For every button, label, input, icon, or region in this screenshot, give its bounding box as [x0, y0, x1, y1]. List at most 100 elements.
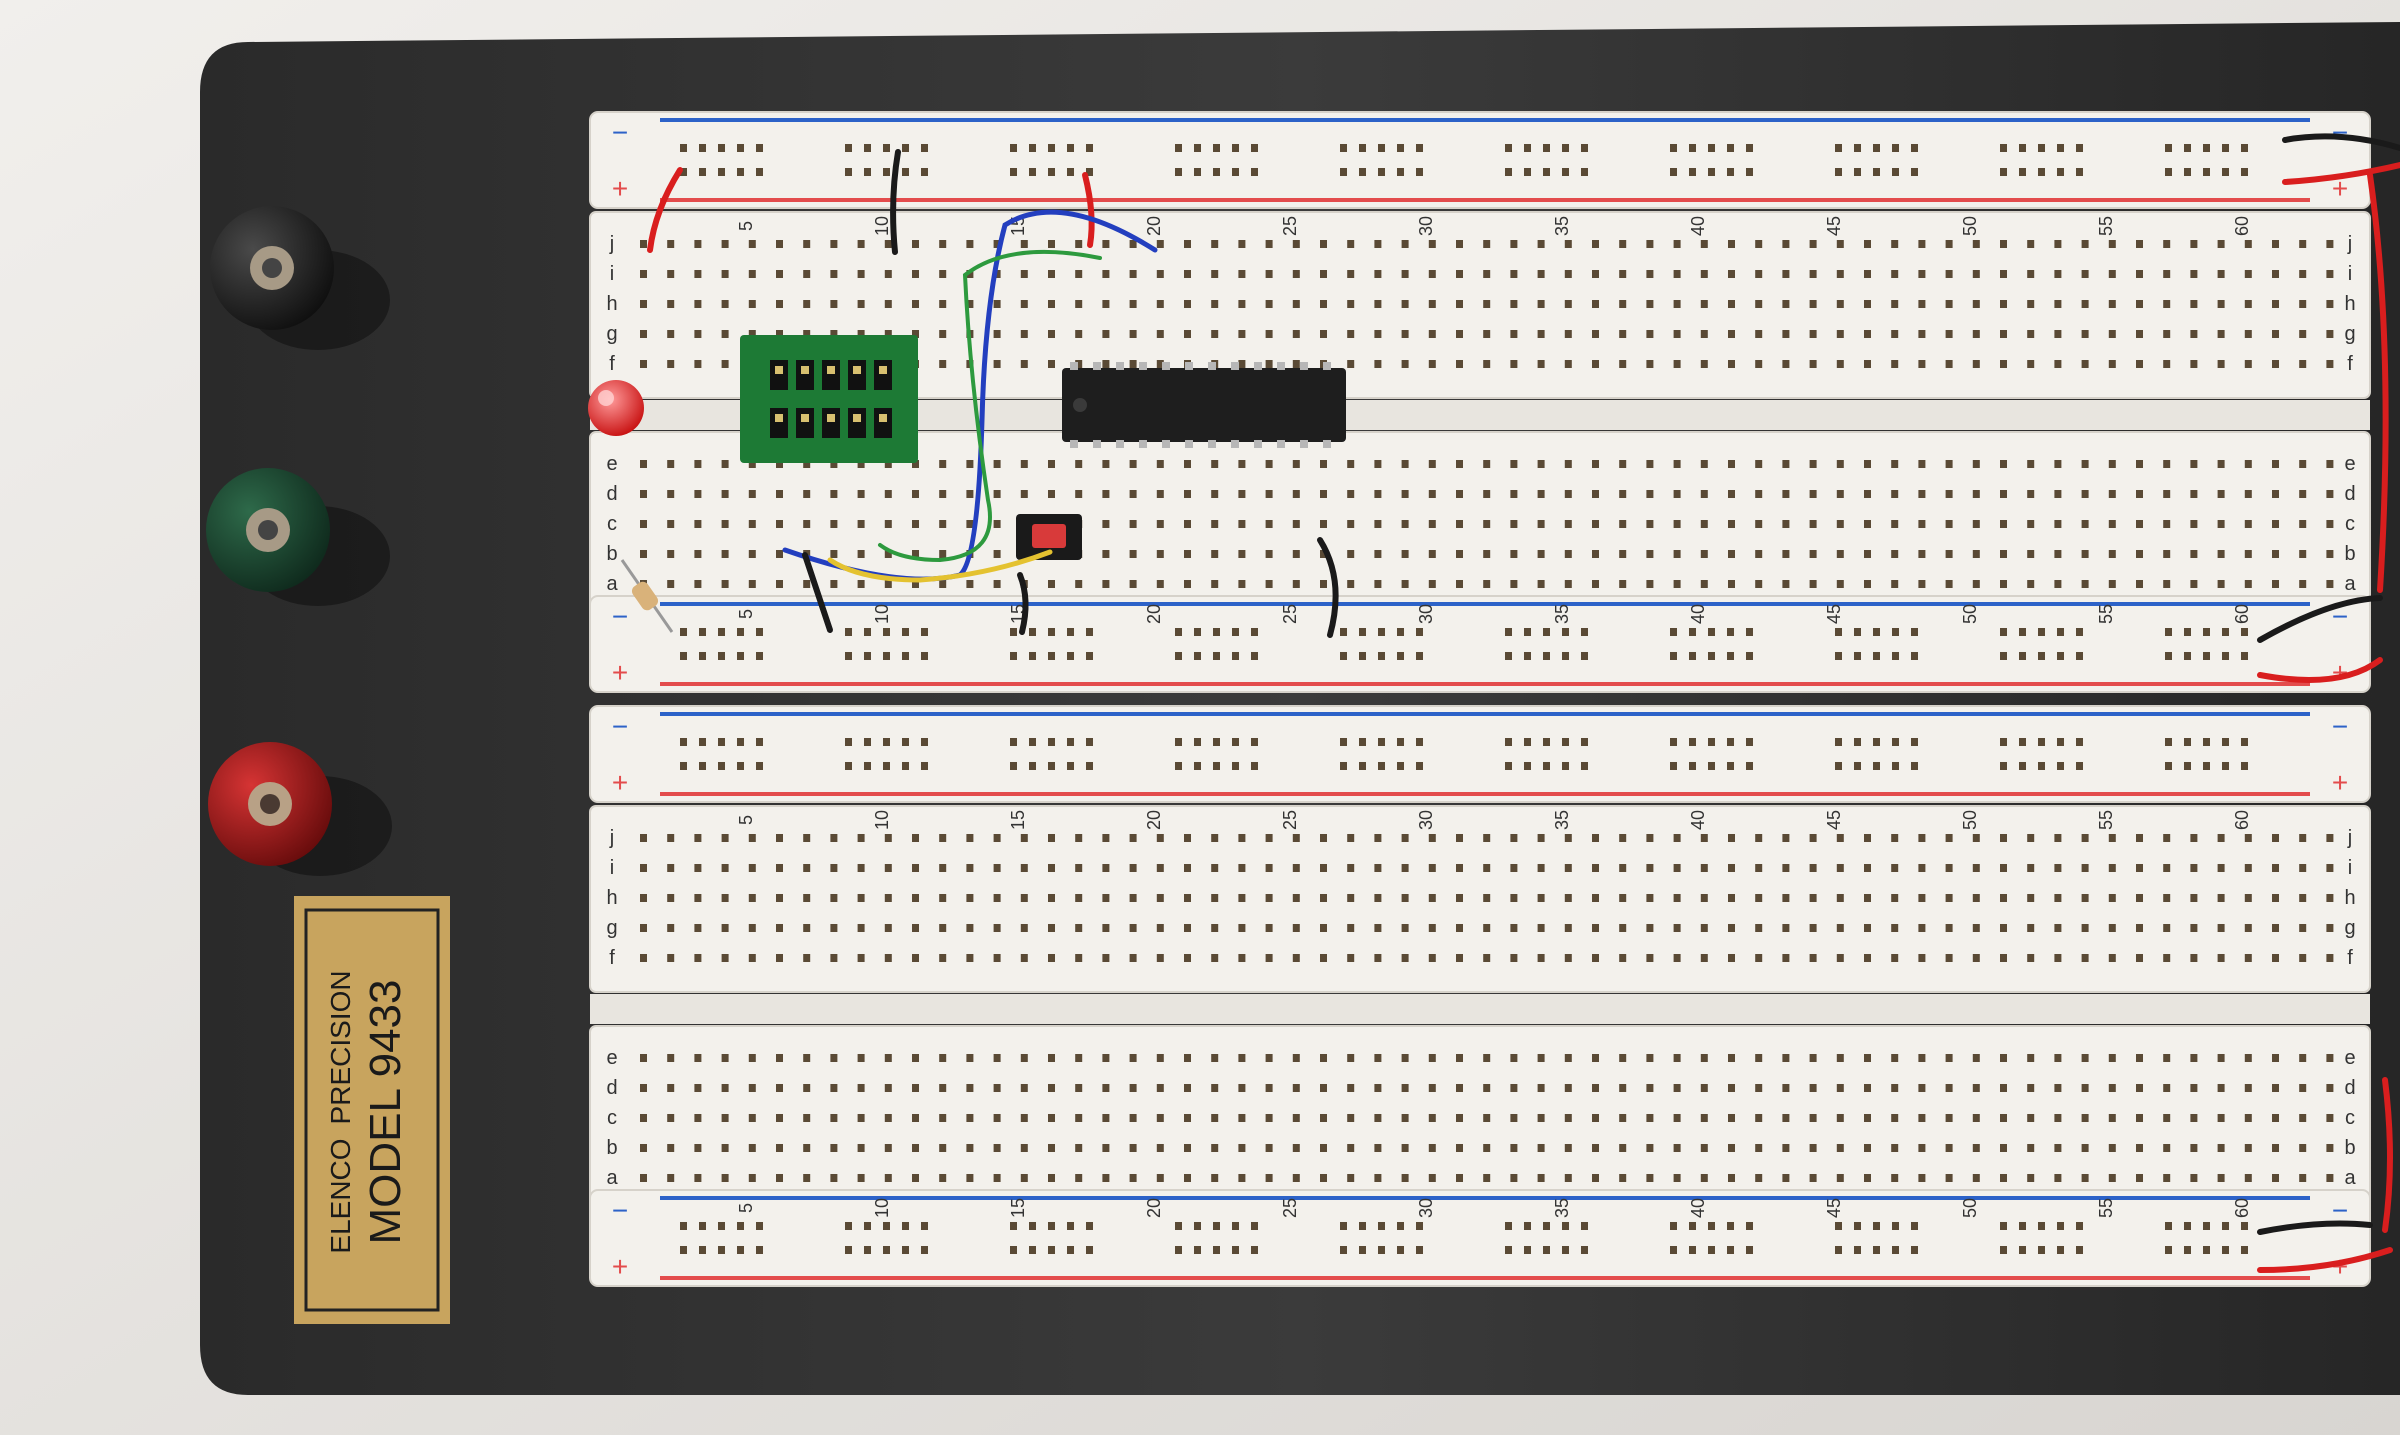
strip-hole[interactable]: [1428, 240, 1436, 248]
rail-hole[interactable]: [1746, 168, 1753, 176]
strip-hole[interactable]: [2244, 240, 2252, 248]
strip-hole[interactable]: [1184, 924, 1191, 932]
dip-ic-chip[interactable]: [1062, 362, 1346, 448]
rail-hole[interactable]: [1670, 652, 1677, 660]
rail-hole[interactable]: [1670, 628, 1677, 636]
rail-hole[interactable]: [1340, 168, 1347, 176]
strip-hole[interactable]: [830, 580, 838, 588]
strip-hole[interactable]: [1755, 520, 1763, 528]
strip-hole[interactable]: [2054, 460, 2062, 468]
strip-hole[interactable]: [1156, 550, 1164, 558]
strip-hole[interactable]: [857, 460, 865, 468]
strip-hole[interactable]: [2163, 270, 2171, 278]
strip-hole[interactable]: [1347, 580, 1355, 588]
strip-hole[interactable]: [1537, 1084, 1545, 1092]
strip-hole[interactable]: [667, 360, 675, 368]
rail-hole[interactable]: [1416, 738, 1423, 746]
strip-hole[interactable]: [2244, 864, 2252, 872]
strip-hole[interactable]: [1972, 300, 1980, 308]
strip-hole[interactable]: [1456, 894, 1463, 902]
strip-hole[interactable]: [640, 1174, 647, 1182]
strip-hole[interactable]: [1156, 924, 1164, 932]
rail-hole[interactable]: [845, 762, 852, 770]
strip-hole[interactable]: [1728, 240, 1735, 248]
strip-hole[interactable]: [1483, 864, 1491, 872]
rail-hole[interactable]: [1067, 1222, 1074, 1230]
rail-hole[interactable]: [2241, 144, 2248, 152]
strip-hole[interactable]: [2108, 894, 2116, 902]
strip-hole[interactable]: [1918, 1114, 1926, 1122]
strip-hole[interactable]: [1184, 1114, 1191, 1122]
strip-hole[interactable]: [2081, 300, 2089, 308]
strip-hole[interactable]: [2217, 580, 2225, 588]
strip-hole[interactable]: [2244, 360, 2252, 368]
strip-hole[interactable]: [1129, 864, 1137, 872]
strip-hole[interactable]: [1347, 1144, 1355, 1152]
strip-hole[interactable]: [1972, 550, 1980, 558]
strip-hole[interactable]: [2272, 1114, 2279, 1122]
rail-hole[interactable]: [2165, 628, 2172, 636]
strip-hole[interactable]: [2326, 954, 2334, 962]
strip-hole[interactable]: [1673, 834, 1681, 842]
strip-hole[interactable]: [1320, 460, 1327, 468]
rail-hole[interactable]: [718, 168, 725, 176]
rail-hole[interactable]: [2057, 1222, 2064, 1230]
strip-hole[interactable]: [1646, 954, 1654, 962]
strip-hole[interactable]: [1102, 924, 1110, 932]
rail-hole[interactable]: [1562, 168, 1569, 176]
strip-hole[interactable]: [2081, 1144, 2089, 1152]
strip-hole[interactable]: [1374, 1144, 1382, 1152]
strip-hole[interactable]: [1673, 1174, 1681, 1182]
strip-hole[interactable]: [2299, 580, 2307, 588]
strip-hole[interactable]: [2027, 520, 2035, 528]
strip-hole[interactable]: [1564, 864, 1572, 872]
strip-hole[interactable]: [1102, 1054, 1110, 1062]
strip-hole[interactable]: [1891, 1114, 1899, 1122]
strip-hole[interactable]: [2244, 330, 2252, 338]
strip-hole[interactable]: [1428, 954, 1436, 962]
rail-hole[interactable]: [2076, 762, 2083, 770]
strip-hole[interactable]: [694, 924, 702, 932]
strip-hole[interactable]: [1945, 1144, 1953, 1152]
rail-hole[interactable]: [699, 144, 706, 152]
strip-hole[interactable]: [939, 954, 947, 962]
strip-hole[interactable]: [1755, 240, 1763, 248]
strip-hole[interactable]: [1809, 240, 1817, 248]
strip-hole[interactable]: [2244, 520, 2252, 528]
rail-hole[interactable]: [1067, 762, 1074, 770]
strip-hole[interactable]: [1456, 1174, 1463, 1182]
rail-hole[interactable]: [1543, 1246, 1550, 1254]
rail-hole[interactable]: [1670, 738, 1677, 746]
strip-hole[interactable]: [2000, 460, 2007, 468]
strip-hole[interactable]: [2000, 270, 2007, 278]
strip-hole[interactable]: [857, 954, 865, 962]
rail-hole[interactable]: [1029, 168, 1036, 176]
strip-hole[interactable]: [667, 550, 675, 558]
strip-hole[interactable]: [1292, 580, 1300, 588]
strip-hole[interactable]: [1265, 460, 1273, 468]
strip-hole[interactable]: [1700, 1144, 1708, 1152]
strip-hole[interactable]: [1428, 580, 1436, 588]
strip-hole[interactable]: [1401, 460, 1409, 468]
rail-hole[interactable]: [2019, 1246, 2026, 1254]
strip-hole[interactable]: [1401, 894, 1409, 902]
strip-hole[interactable]: [1483, 834, 1491, 842]
strip-hole[interactable]: [1211, 240, 1219, 248]
strip-hole[interactable]: [1755, 360, 1763, 368]
strip-hole[interactable]: [1156, 300, 1164, 308]
strip-hole[interactable]: [1972, 360, 1980, 368]
rail-hole[interactable]: [1854, 628, 1861, 636]
strip-hole[interactable]: [1320, 864, 1327, 872]
strip-hole[interactable]: [1292, 1174, 1300, 1182]
strip-hole[interactable]: [776, 894, 783, 902]
strip-hole[interactable]: [1700, 1054, 1708, 1062]
strip-hole[interactable]: [667, 894, 675, 902]
strip-hole[interactable]: [1102, 490, 1110, 498]
strip-hole[interactable]: [1020, 1144, 1028, 1152]
rail-hole[interactable]: [2057, 652, 2064, 660]
strip-hole[interactable]: [2326, 1114, 2334, 1122]
strip-hole[interactable]: [830, 460, 838, 468]
strip-hole[interactable]: [1891, 1054, 1899, 1062]
strip-hole[interactable]: [2299, 1114, 2307, 1122]
strip-hole[interactable]: [830, 240, 838, 248]
